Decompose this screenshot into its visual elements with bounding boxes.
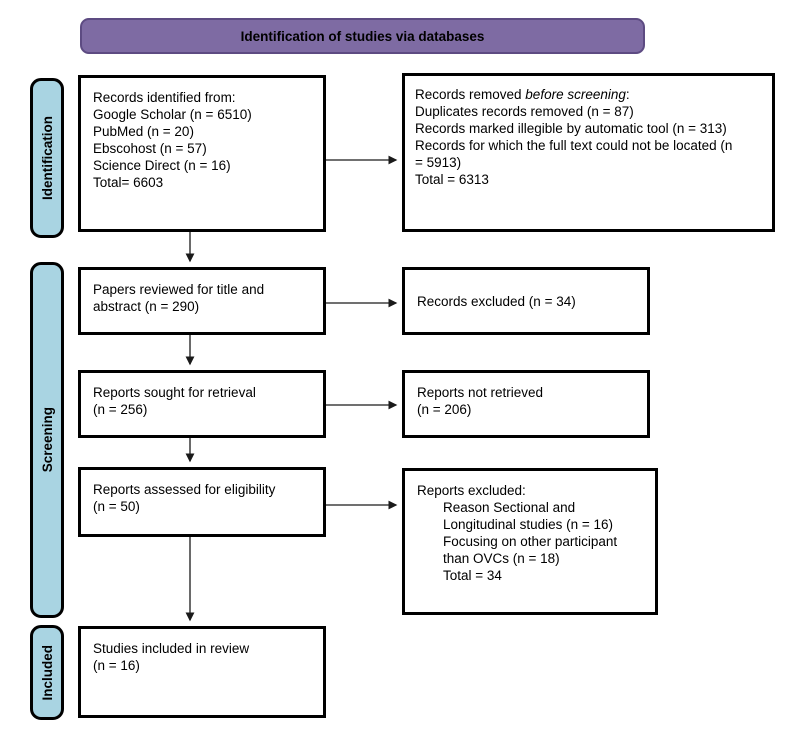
box-records-removed: Records removed before screening: Duplic…	[402, 73, 775, 232]
box-reports-assessed: Reports assessed for eligibility (n = 50…	[78, 467, 326, 537]
box-reports-not-retrieved-text: Reports not retrieved (n = 206)	[417, 385, 544, 417]
box-studies-included: Studies included in review (n = 16)	[78, 626, 326, 718]
box-reports-excluded-items: Reason Sectional and Longitudinal studie…	[443, 500, 618, 583]
records-removed-title-prefix: Records removed	[415, 87, 526, 102]
box-records-removed-title: Records removed before screening:	[415, 86, 762, 103]
stage-label-included-text: Included	[39, 644, 55, 701]
stage-label-identification-text: Identification	[39, 116, 55, 200]
header-title: Identification of studies via databases	[240, 28, 485, 44]
stage-label-screening: Screening	[30, 262, 64, 618]
box-title-abstract: Papers reviewed for title and abstract (…	[78, 267, 326, 335]
box-reports-excluded: Reports excluded: Reason Sectional and L…	[402, 468, 658, 615]
box-reports-excluded-title: Reports excluded:	[417, 483, 526, 498]
stage-label-screening-text: Screening	[39, 407, 55, 473]
records-removed-title-suffix: :	[625, 87, 630, 102]
header-banner: Identification of studies via databases	[80, 18, 645, 54]
box-reports-sought-text: Reports sought for retrieval (n = 256)	[93, 385, 256, 417]
box-reports-not-retrieved: Reports not retrieved (n = 206)	[402, 370, 650, 438]
box-records-removed-text: Duplicates records removed (n = 87) Reco…	[415, 104, 733, 187]
records-removed-title-italic: before screening	[525, 87, 626, 102]
stage-label-identification: Identification	[30, 78, 64, 238]
box-reports-sought: Reports sought for retrieval (n = 256)	[78, 370, 326, 438]
box-records-excluded-text: Records excluded (n = 34)	[417, 293, 576, 309]
box-records-identified: Records identified from: Google Scholar …	[78, 75, 326, 232]
box-records-identified-text: Records identified from: Google Scholar …	[93, 90, 252, 190]
box-records-excluded: Records excluded (n = 34)	[402, 267, 650, 335]
stage-label-included: Included	[30, 625, 64, 720]
box-title-abstract-text: Papers reviewed for title and abstract (…	[93, 282, 265, 314]
box-reports-assessed-text: Reports assessed for eligibility (n = 50…	[93, 482, 276, 514]
box-studies-included-text: Studies included in review (n = 16)	[93, 641, 250, 673]
